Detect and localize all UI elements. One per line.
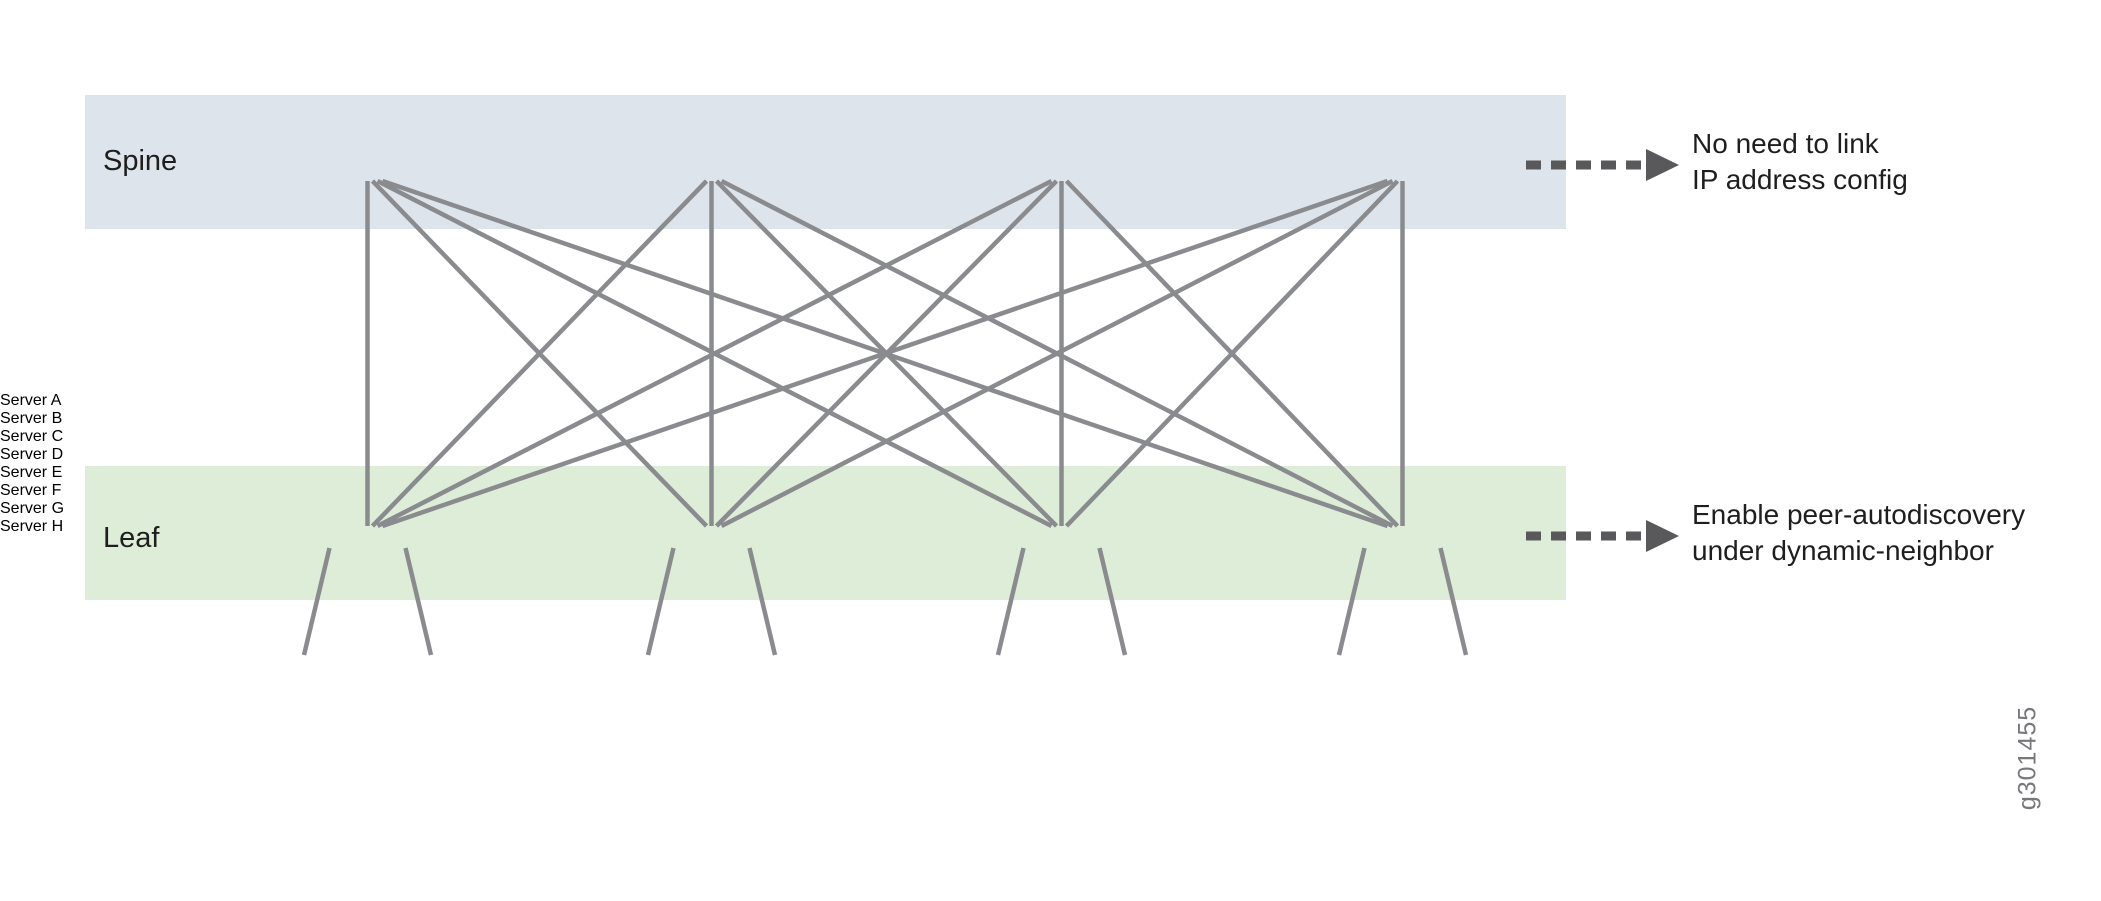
leaf-annotation-line-1: Enable peer-autodiscovery: [1692, 499, 2026, 530]
spine-annotation-line-1: No need to link: [1692, 128, 1879, 159]
server-label: Server D: [0, 446, 64, 463]
link-spine4-leaf2: [720, 178, 1394, 529]
link-spine4-leaf3: [1064, 179, 1400, 528]
server-label: Server B: [0, 410, 63, 427]
server-label: Server C: [0, 428, 64, 445]
link-leaf3-server6: [1097, 547, 1128, 656]
link-leaf3-server5: [995, 547, 1026, 656]
spine-label: Spine: [103, 145, 178, 177]
server-label: Server A: [0, 392, 62, 409]
server-label: Server F: [0, 482, 62, 499]
spine-annotation: No need to link IP address config: [1692, 126, 1908, 198]
leaf-annotation: Enable peer-autodiscovery under dynamic-…: [1692, 497, 2025, 569]
link-leaf2-server3: [645, 547, 676, 656]
link-spine3-leaf1: [376, 178, 1053, 529]
leaf-annotation-line-2: under dynamic-neighbor: [1692, 535, 1994, 566]
server-label: Server H: [0, 518, 64, 535]
link-spine2-leaf1: [370, 179, 709, 528]
link-leaf2-server4: [747, 547, 778, 656]
leaf-label: Leaf: [103, 522, 160, 554]
spine-annotation-arrowhead-icon: [1646, 149, 1679, 181]
spine-annotation-line-2: IP address config: [1692, 164, 1908, 195]
link-leaf1-server2: [403, 547, 434, 656]
link-leaf4-server7: [1336, 547, 1367, 656]
server-label: Server E: [0, 464, 63, 481]
link-leaf4-server8: [1438, 547, 1469, 656]
link-spine4-leaf1: [381, 178, 1389, 529]
figure-id: g301455: [2013, 705, 2042, 811]
link-leaf1-server1: [301, 547, 332, 656]
leaf-annotation-arrowhead-icon: [1646, 520, 1679, 552]
server-label: Server G: [0, 500, 65, 517]
